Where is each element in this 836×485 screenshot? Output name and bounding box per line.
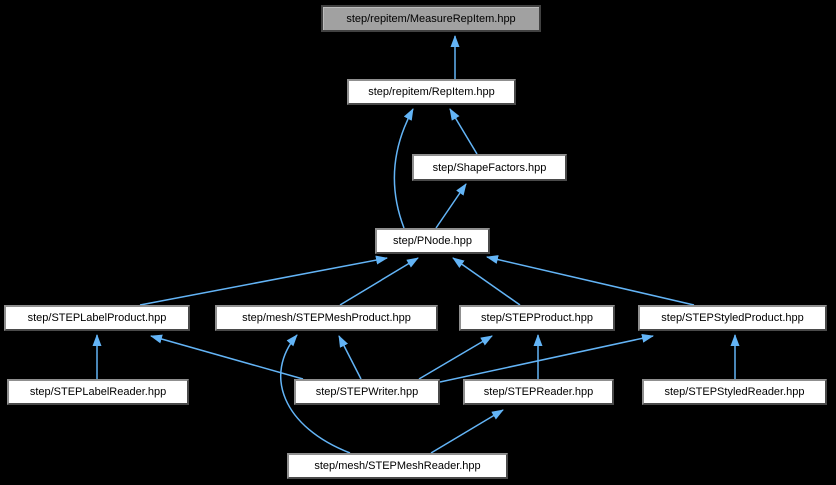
graph-node-label: step/STEPStyledProduct.hpp bbox=[661, 312, 804, 324]
edge-step-styled-product-to-pnode bbox=[486, 255, 695, 306]
graph-node-step-mesh-reader[interactable]: step/mesh/STEPMeshReader.hpp bbox=[287, 453, 508, 479]
graph-node-label: step/mesh/STEPMeshProduct.hpp bbox=[242, 312, 411, 324]
graph-node-step-mesh-product[interactable]: step/mesh/STEPMeshProduct.hpp bbox=[215, 305, 438, 331]
graph-node-step-label-product[interactable]: step/STEPLabelProduct.hpp bbox=[4, 305, 190, 331]
edge-step-writer-to-step-mesh-product bbox=[338, 335, 362, 380]
edge-step-writer-to-step-label-product bbox=[150, 334, 304, 380]
graph-node-label: step/repitem/RepItem.hpp bbox=[368, 86, 495, 98]
graph-node-pnode[interactable]: step/PNode.hpp bbox=[375, 228, 490, 254]
edge-step-mesh-product-to-pnode bbox=[339, 257, 419, 306]
graph-node-shape-factors[interactable]: step/ShapeFactors.hpp bbox=[412, 154, 567, 181]
graph-node-step-reader[interactable]: step/STEPReader.hpp bbox=[463, 379, 614, 405]
edge-step-mesh-reader-to-step-mesh-product bbox=[280, 334, 351, 454]
edge-step-writer-to-step-product bbox=[418, 335, 493, 380]
graph-node-label: step/STEPProduct.hpp bbox=[481, 312, 593, 324]
graph-node-label: step/mesh/STEPMeshReader.hpp bbox=[314, 460, 481, 472]
graph-node-label: step/STEPStyledReader.hpp bbox=[664, 386, 805, 398]
graph-node-step-product[interactable]: step/STEPProduct.hpp bbox=[459, 305, 615, 331]
graph-node-label: step/STEPWriter.hpp bbox=[315, 386, 419, 398]
graph-node-repitem[interactable]: step/repitem/RepItem.hpp bbox=[347, 79, 516, 105]
edge-step-writer-to-step-styled-product bbox=[439, 333, 654, 383]
graph-node-step-styled-reader[interactable]: step/STEPStyledReader.hpp bbox=[642, 379, 827, 405]
graph-node-label: step/STEPLabelReader.hpp bbox=[29, 386, 167, 398]
edge-step-product-to-pnode bbox=[452, 257, 521, 306]
graph-node-step-writer[interactable]: step/STEPWriter.hpp bbox=[294, 379, 440, 405]
graph-node-label: step/repitem/MeasureRepItem.hpp bbox=[346, 12, 516, 25]
graph-node-label: step/ShapeFactors.hpp bbox=[432, 161, 547, 174]
edge-pnode-to-repitem bbox=[393, 108, 414, 229]
edge-step-mesh-reader-to-step-reader bbox=[430, 409, 504, 454]
graph-node-label: step/STEPLabelProduct.hpp bbox=[27, 312, 167, 324]
graph-node-label: step/STEPReader.hpp bbox=[483, 386, 594, 398]
edge-step-label-product-to-pnode bbox=[139, 255, 388, 306]
graph-node-step-label-reader[interactable]: step/STEPLabelReader.hpp bbox=[7, 379, 189, 405]
graph-node-measure-repitem[interactable]: step/repitem/MeasureRepItem.hpp bbox=[321, 5, 541, 32]
graph-node-step-styled-product[interactable]: step/STEPStyledProduct.hpp bbox=[638, 305, 827, 331]
edge-shape-factors-to-repitem bbox=[449, 108, 478, 155]
graph-node-label: step/PNode.hpp bbox=[393, 235, 472, 247]
edge-pnode-to-shape-factors bbox=[435, 183, 467, 229]
